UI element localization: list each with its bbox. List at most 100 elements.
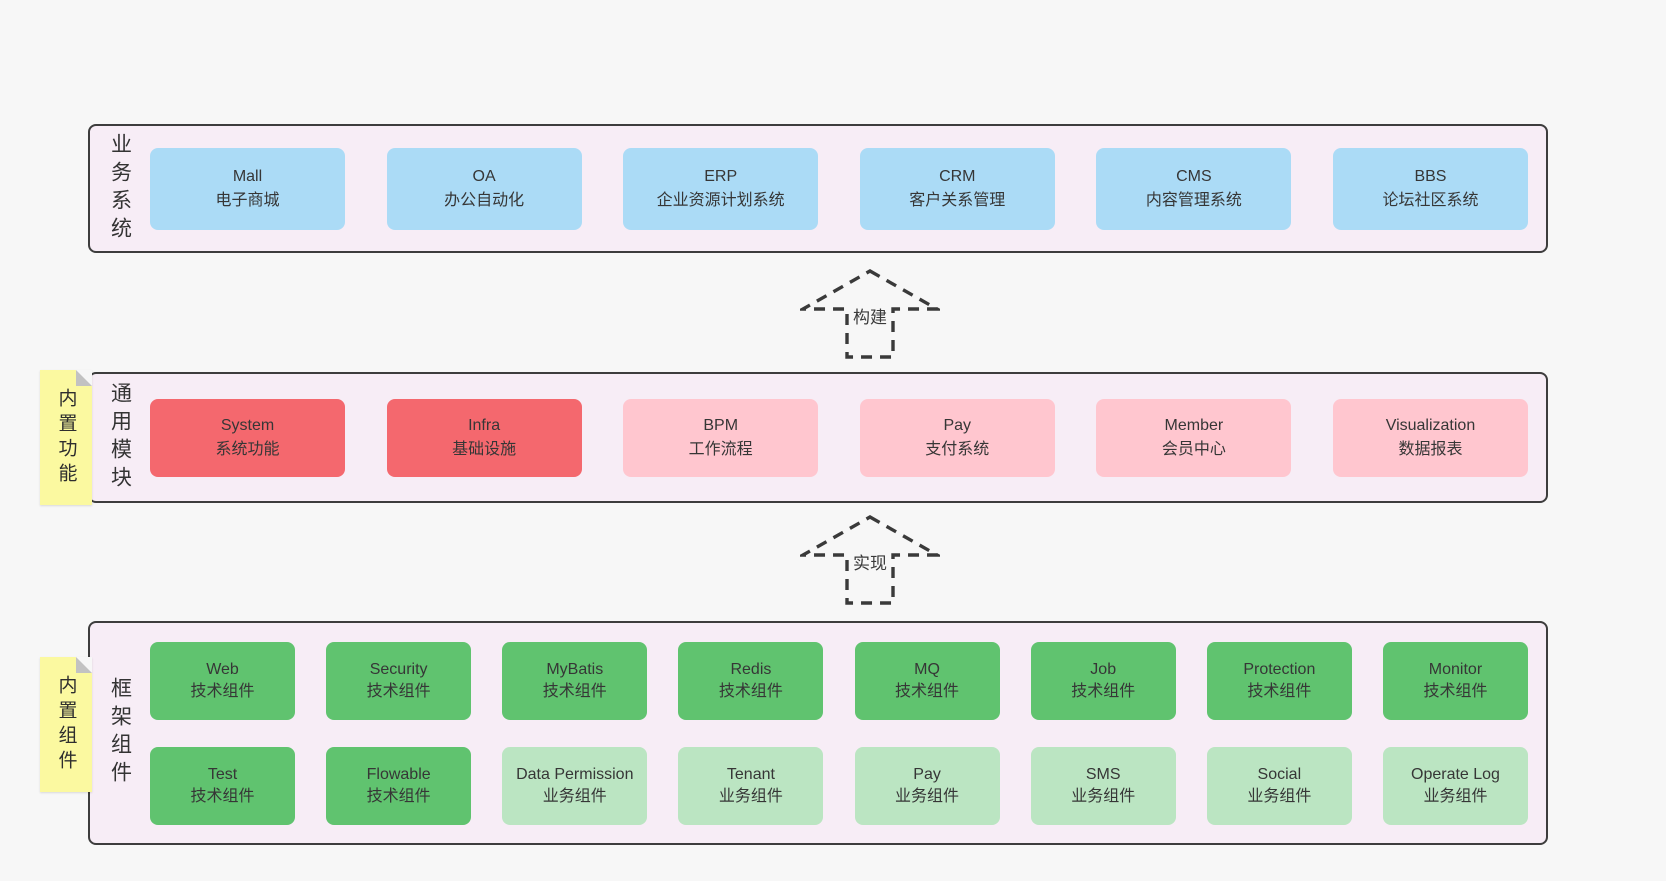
dashed-up-arrow-icon [800, 515, 940, 605]
node-operate-log: Operate Log 业务组件 [1382, 746, 1528, 825]
node-social: Social 业务组件 [1206, 746, 1352, 825]
node-title: OA [472, 167, 496, 185]
node-visualization: Visualization 数据报表 [1332, 398, 1528, 477]
node-infra: Infra 基础设施 [386, 398, 582, 477]
node-title: SMS [1085, 765, 1121, 783]
node-title: Mall [232, 167, 263, 185]
folded-corner-icon [76, 657, 92, 673]
node-title: Web [206, 660, 239, 678]
node-subtitle: 工作流程 [688, 440, 753, 458]
node-job: Job 技术组件 [1030, 641, 1176, 720]
node-subtitle: 支付系统 [925, 440, 990, 458]
node-security: Security 技术组件 [326, 641, 472, 720]
node-subtitle: 业务组件 [718, 787, 783, 805]
node-subtitle: 论坛社区系统 [1382, 191, 1479, 209]
node-title: Infra [468, 416, 501, 434]
framework-grid: Web 技术组件 Security 技术组件 MyBatis 技术组件 Redi… [150, 623, 1546, 843]
node-subtitle: 技术组件 [542, 682, 607, 700]
node-subtitle: 内容管理系统 [1145, 191, 1242, 209]
node-redis: Redis 技术组件 [678, 641, 824, 720]
node-title: CRM [939, 167, 976, 185]
node-subtitle: 技术组件 [718, 682, 783, 700]
node-subtitle: 技术组件 [190, 682, 255, 700]
framework-row-1: Web 技术组件 Security 技术组件 MyBatis 技术组件 Redi… [150, 641, 1528, 720]
node-title: Social [1257, 765, 1302, 783]
built-in-components-tag: 内置组件 [40, 657, 92, 792]
folded-corner-icon [76, 370, 92, 386]
common-modules-panel: 内置功能 通用模块 System 系统功能 Infra 基础设施 BPM 工作流… [40, 370, 1548, 505]
node-web: Web 技术组件 [150, 641, 295, 720]
node-test: Test 技术组件 [150, 746, 295, 825]
modules-node-row: System 系统功能 Infra 基础设施 BPM 工作流程 Pay 支付系统… [150, 374, 1546, 501]
business-panel-label-text: 业务系统 [108, 132, 132, 245]
node-monitor: Monitor 技术组件 [1382, 641, 1528, 720]
node-subtitle: 技术组件 [1423, 682, 1488, 700]
node-system: System 系统功能 [150, 398, 345, 477]
node-title: MQ [914, 660, 940, 678]
node-title: Test [207, 765, 238, 783]
node-crm: CRM 客户关系管理 [859, 147, 1055, 230]
node-subtitle: 技术组件 [895, 682, 960, 700]
dashed-up-arrow-icon [800, 269, 940, 359]
node-subtitle: 客户关系管理 [909, 191, 1006, 209]
node-protection: Protection 技术组件 [1206, 641, 1352, 720]
framework-panel-label-text: 框架组件 [108, 677, 132, 789]
node-member: Member 会员中心 [1096, 398, 1292, 477]
node-title: Redis [730, 660, 772, 678]
framework-panel-label: 框架组件 [90, 623, 150, 843]
node-subtitle: 业务组件 [1247, 787, 1312, 805]
node-bbs: BBS 论坛社区系统 [1332, 147, 1528, 230]
node-title: Security [369, 660, 428, 678]
node-subtitle: 基础设施 [452, 440, 517, 458]
node-subtitle: 业务组件 [895, 787, 960, 805]
built-in-components-tag-text: 内置组件 [55, 674, 77, 775]
node-subtitle: 技术组件 [190, 787, 255, 805]
node-subtitle: 电子商城 [215, 191, 280, 209]
node-mq: MQ 技术组件 [854, 641, 1000, 720]
node-sms: SMS 业务组件 [1030, 746, 1176, 825]
node-oa: OA 办公自动化 [386, 147, 582, 230]
node-subtitle: 企业资源计划系统 [656, 191, 785, 209]
node-subtitle: 技术组件 [1247, 682, 1312, 700]
node-erp: ERP 企业资源计划系统 [623, 147, 819, 230]
node-subtitle: 技术组件 [366, 787, 431, 805]
node-subtitle: 会员中心 [1161, 440, 1226, 458]
node-title: Operate Log [1411, 765, 1500, 783]
node-subtitle: 系统功能 [215, 440, 280, 458]
node-title: Protection [1243, 660, 1316, 678]
modules-panel-label: 通用模块 [90, 374, 150, 501]
node-title: Pay [913, 765, 941, 783]
business-node-row: Mall 电子商城 OA 办公自动化 ERP 企业资源计划系统 CRM 客户关系… [150, 126, 1546, 251]
node-subtitle: 技术组件 [1071, 682, 1136, 700]
node-subtitle: 业务组件 [1071, 787, 1136, 805]
node-cms: CMS 内容管理系统 [1096, 147, 1292, 230]
node-title: Flowable [366, 765, 431, 783]
node-pay-component: Pay 业务组件 [854, 746, 1000, 825]
node-title: Pay [943, 416, 972, 434]
node-mall: Mall 电子商城 [150, 147, 345, 230]
node-subtitle: 业务组件 [1423, 787, 1488, 805]
node-mybatis: MyBatis 技术组件 [502, 641, 648, 720]
node-flowable: Flowable 技术组件 [326, 746, 472, 825]
node-subtitle: 业务组件 [542, 787, 607, 805]
node-subtitle: 办公自动化 [444, 191, 525, 209]
node-data-permission: Data Permission 业务组件 [502, 746, 648, 825]
business-panel-label: 业务系统 [90, 126, 150, 251]
build-arrow-label: 构建 [849, 302, 891, 329]
implement-arrow: 实现 [800, 514, 940, 606]
node-title: MyBatis [546, 660, 604, 678]
built-in-features-tag-text: 内置功能 [55, 387, 77, 488]
node-pay-module: Pay 支付系统 [859, 398, 1055, 477]
node-title: ERP [704, 167, 738, 185]
implement-arrow-label: 实现 [849, 548, 891, 575]
node-title: Visualization [1385, 416, 1476, 434]
node-title: Monitor [1428, 660, 1483, 678]
node-title: Member [1164, 416, 1224, 434]
node-title: BPM [703, 416, 739, 434]
modules-panel-label-text: 通用模块 [108, 381, 132, 494]
node-subtitle: 数据报表 [1398, 440, 1463, 458]
business-systems-panel: 业务系统 Mall 电子商城 OA 办公自动化 ERP 企业资源计划系统 CRM… [88, 124, 1548, 253]
node-bpm: BPM 工作流程 [623, 398, 819, 477]
node-title: System [220, 416, 275, 434]
